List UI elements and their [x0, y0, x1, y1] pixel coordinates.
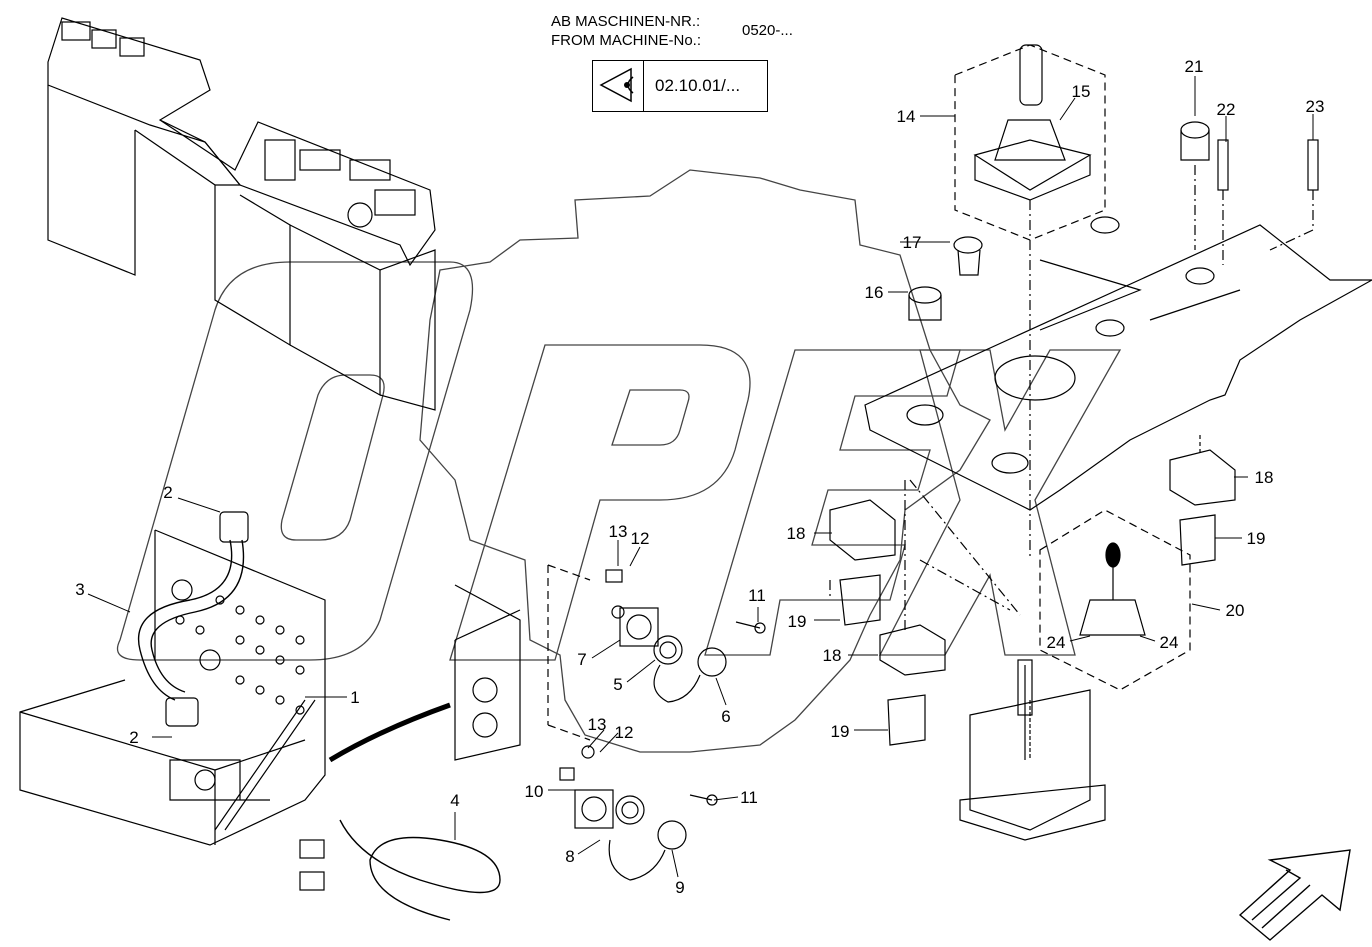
- callout-21: 21: [1185, 57, 1204, 76]
- callout-4: 4: [450, 791, 459, 810]
- callout-7: 7: [577, 650, 586, 669]
- junction-box: [19, 511, 501, 921]
- callout-12b: 12: [615, 723, 634, 742]
- reference-number: 02.10.01/...: [655, 76, 741, 95]
- control-cabinet: [47, 17, 436, 411]
- main-joystick-assembly: [959, 659, 1106, 841]
- watermark-logo: [116, 169, 1122, 753]
- callout-24b: 24: [1160, 633, 1179, 652]
- callout-8: 8: [565, 847, 574, 866]
- callout-19c: 19: [1247, 529, 1266, 548]
- callout-15: 15: [1072, 82, 1091, 101]
- callout-labels: 1 2 2 3 4 5 6 7 8 9 10 11 11 12 12 13 13…: [75, 57, 1325, 897]
- callout-18b: 18: [823, 646, 842, 665]
- top-joystick-assembly: [954, 44, 1106, 560]
- callout-18a: 18: [787, 524, 806, 543]
- mounting-block: [454, 584, 521, 761]
- contact-blocks: [829, 435, 1236, 746]
- eye-icon: [599, 67, 634, 103]
- callout-10: 10: [525, 782, 544, 801]
- callout-2a: 2: [163, 483, 172, 502]
- callout-18c: 18: [1255, 468, 1274, 487]
- small-joystick-assembly: [1039, 509, 1191, 691]
- callout-16: 16: [865, 283, 884, 302]
- callout-12a: 12: [631, 529, 650, 548]
- machine-number-value: 0520-...: [742, 22, 793, 39]
- callout-19b: 19: [831, 722, 850, 741]
- callout-23: 23: [1306, 97, 1325, 116]
- callout-3: 3: [75, 580, 84, 599]
- callout-20: 20: [1226, 601, 1245, 620]
- control-plate: [864, 224, 1372, 511]
- callout-13b: 13: [588, 715, 607, 734]
- callout-6: 6: [721, 707, 730, 726]
- callout-1: 1: [350, 688, 359, 707]
- callout-22: 22: [1217, 100, 1236, 119]
- machine-number-label-en: FROM MACHINE-No.:: [551, 32, 701, 49]
- callout-14: 14: [897, 107, 916, 126]
- connector-group-lower: [559, 745, 718, 881]
- callout-19a: 19: [788, 612, 807, 631]
- callout-11a: 11: [748, 586, 766, 605]
- leader-lines: [87, 76, 1314, 878]
- view-reference-box: 02.10.01/...: [592, 60, 768, 112]
- connector-group-upper: [547, 564, 766, 741]
- callout-9: 9: [675, 878, 684, 897]
- callout-13a: 13: [609, 522, 628, 541]
- callout-5: 5: [613, 675, 622, 694]
- callout-2b: 2: [129, 728, 138, 747]
- callout-11b: 11: [740, 788, 758, 807]
- callout-24a: 24: [1047, 633, 1066, 652]
- callout-17: 17: [903, 233, 922, 252]
- machine-number-label-de: AB MASCHINEN-NR.:: [551, 13, 701, 30]
- arrow-icon: [1238, 849, 1351, 941]
- push-buttons: [908, 121, 1319, 321]
- reference-divider: [643, 61, 644, 111]
